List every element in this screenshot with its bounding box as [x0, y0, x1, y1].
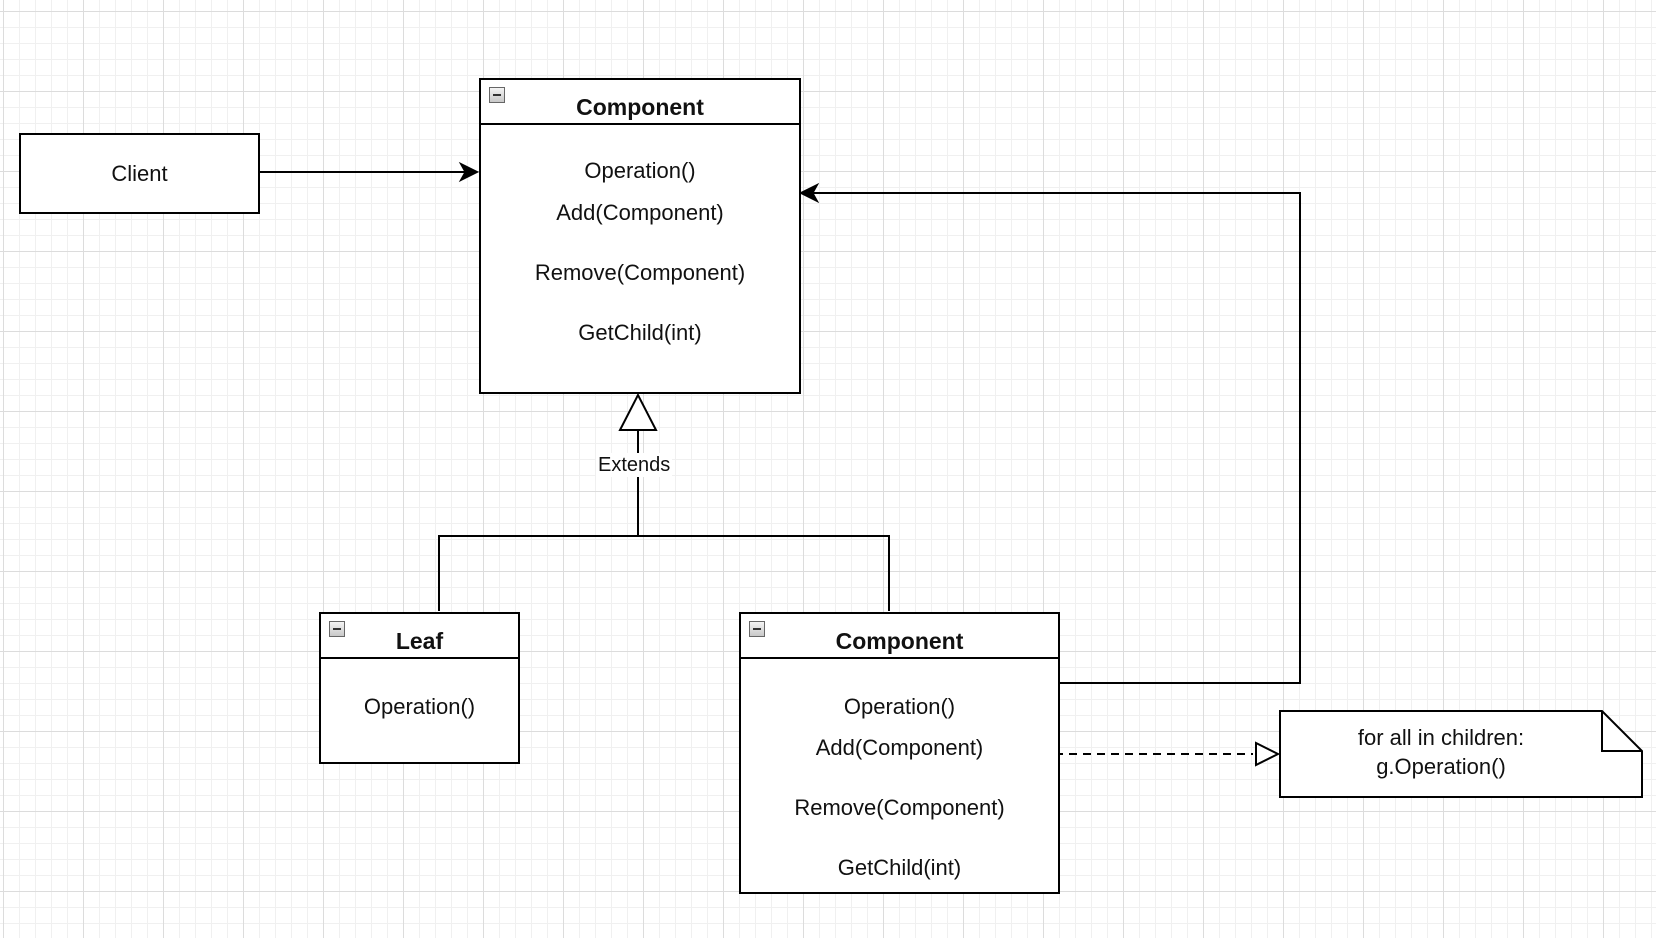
component-top-method-getchild: GetChild(int): [578, 320, 702, 345]
note-line-2: g.Operation(): [1376, 754, 1506, 779]
component-bottom-header[interactable]: Component: [741, 614, 1058, 659]
component-top-method-operation: Operation(): [584, 158, 696, 183]
collapse-icon[interactable]: [489, 87, 505, 103]
component-bottom-method-operation: Operation(): [843, 694, 956, 719]
note-fold: [1601, 711, 1642, 752]
leaf-class[interactable]: Leaf Operation(): [319, 612, 520, 764]
component-top-header[interactable]: Component: [481, 80, 799, 125]
component-top-title: Component: [576, 94, 704, 120]
generalization-triangle: [618, 392, 658, 431]
component-top-method-add: Add(Component): [556, 200, 724, 225]
component-top-method-remove: Remove(Component): [534, 260, 746, 285]
component-top-class[interactable]: Component Operation() Add(Component) Rem…: [479, 78, 801, 394]
generalization-branch[interactable]: [438, 535, 890, 611]
aggregation-line[interactable]: [812, 192, 1301, 684]
client-box[interactable]: Client: [19, 133, 260, 214]
extends-label: Extends: [596, 453, 673, 477]
component-bottom-title: Component: [835, 628, 964, 654]
collapse-icon[interactable]: [329, 621, 345, 637]
component-bottom-method-add: Add(Component): [815, 735, 984, 760]
client-label: Client: [111, 160, 168, 186]
leaf-title: Leaf: [395, 628, 444, 654]
component-bottom-class[interactable]: Component Operation() Add(Component) Rem…: [739, 612, 1060, 894]
leaf-header[interactable]: Leaf: [321, 614, 518, 659]
client-association-arrowhead: [458, 161, 480, 183]
component-bottom-method-getchild: GetChild(int): [837, 855, 962, 880]
note-text-container: for all in children: g.Operation(): [1280, 711, 1602, 797]
note-link-arrowhead: [1255, 741, 1281, 767]
note-text: for all in children: g.Operation(): [1280, 723, 1602, 781]
note-shape[interactable]: [1279, 710, 1643, 798]
component-bottom-method-remove: Remove(Component): [794, 795, 1005, 820]
collapse-icon[interactable]: [749, 621, 765, 637]
aggregation-arrowhead: [798, 182, 820, 204]
note-line-1: for all in children:: [1357, 725, 1525, 750]
leaf-method-operation: Operation(): [363, 694, 476, 719]
